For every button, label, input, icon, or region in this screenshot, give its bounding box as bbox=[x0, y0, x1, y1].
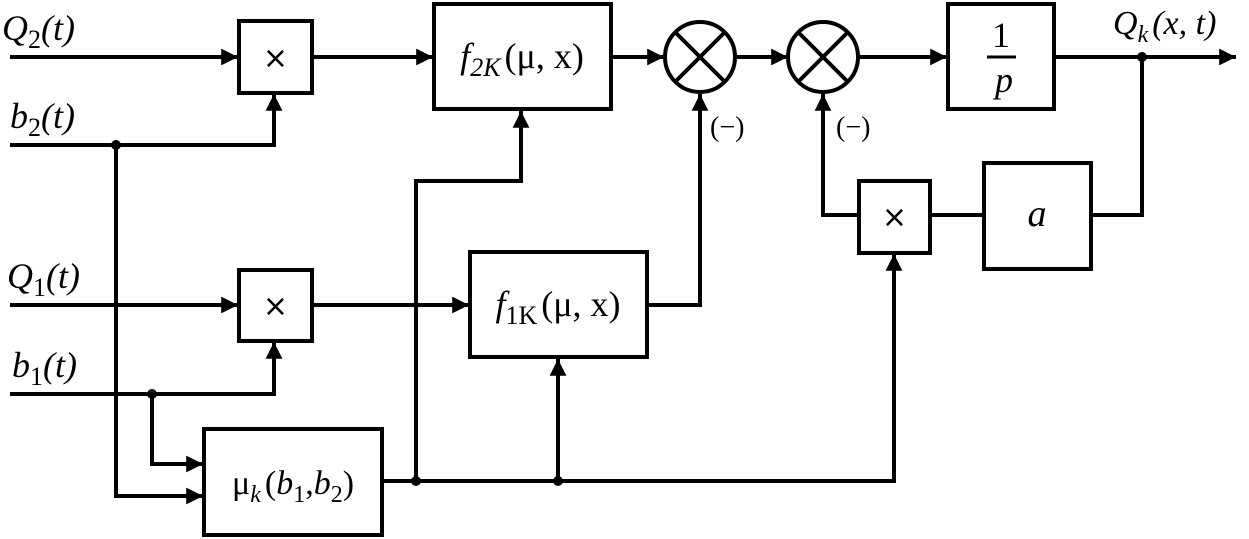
junction-dot bbox=[411, 476, 421, 486]
multiply-symbol: × bbox=[882, 200, 907, 235]
wires bbox=[10, 48, 1236, 505]
integrator-denominator: p bbox=[992, 60, 1013, 100]
multiplier-block-middle: × bbox=[237, 268, 314, 343]
junction-dots bbox=[111, 52, 1147, 486]
summing-junction-2 bbox=[786, 20, 860, 94]
wire-mu-to-f2k bbox=[414, 111, 530, 481]
mu-label: μk(b1,b2) bbox=[232, 465, 354, 508]
sum2-sign-label: (−) bbox=[836, 112, 870, 143]
input-label-b1: b1(t) bbox=[12, 345, 77, 391]
input-label-b2: b2(t) bbox=[10, 96, 75, 142]
junction-dot bbox=[1137, 52, 1147, 62]
multiplier-block-top: × bbox=[237, 19, 314, 95]
wire-output-to-gain bbox=[1091, 57, 1144, 217]
f2k-label: f2K(μ, x) bbox=[460, 36, 584, 82]
junction-dot bbox=[147, 389, 157, 399]
sum1-sign-label: (−) bbox=[710, 112, 744, 143]
wire-b2-to-mult-top bbox=[10, 94, 283, 147]
wire-f1k-to-sum1 bbox=[647, 94, 709, 307]
multiply-symbol: × bbox=[263, 289, 288, 324]
gain-label: a bbox=[1028, 193, 1047, 235]
wire-b1-to-mult-mid bbox=[10, 342, 283, 396]
function-block-f1k: f1K(μ, x) bbox=[468, 250, 649, 359]
junction-dot bbox=[553, 476, 563, 486]
wire-mu-output-bus bbox=[382, 254, 903, 483]
integrator-block: 1 p bbox=[946, 2, 1056, 111]
junction-dot bbox=[111, 140, 121, 150]
input-label-q1: Q1(t) bbox=[7, 256, 80, 302]
multiply-symbol: × bbox=[263, 41, 288, 76]
wire-b1-to-mu bbox=[150, 394, 203, 473]
output-label-qk: Qk(x, t) bbox=[1113, 5, 1216, 48]
wire-mult-feedback-to-sum2 bbox=[814, 94, 858, 217]
wire-b2-to-mu bbox=[114, 145, 203, 505]
gain-block: a bbox=[982, 161, 1093, 271]
function-block-f2k: f2K(μ, x) bbox=[432, 2, 613, 111]
function-block-mu: μk(b1,b2) bbox=[202, 427, 384, 537]
integrator-numerator: 1 bbox=[992, 15, 1010, 55]
summing-junction-1 bbox=[663, 20, 737, 94]
input-label-q2: Q2(t) bbox=[2, 8, 75, 54]
multiplier-block-feedback: × bbox=[857, 179, 932, 255]
f1k-label: f1K(μ, x) bbox=[495, 284, 620, 330]
